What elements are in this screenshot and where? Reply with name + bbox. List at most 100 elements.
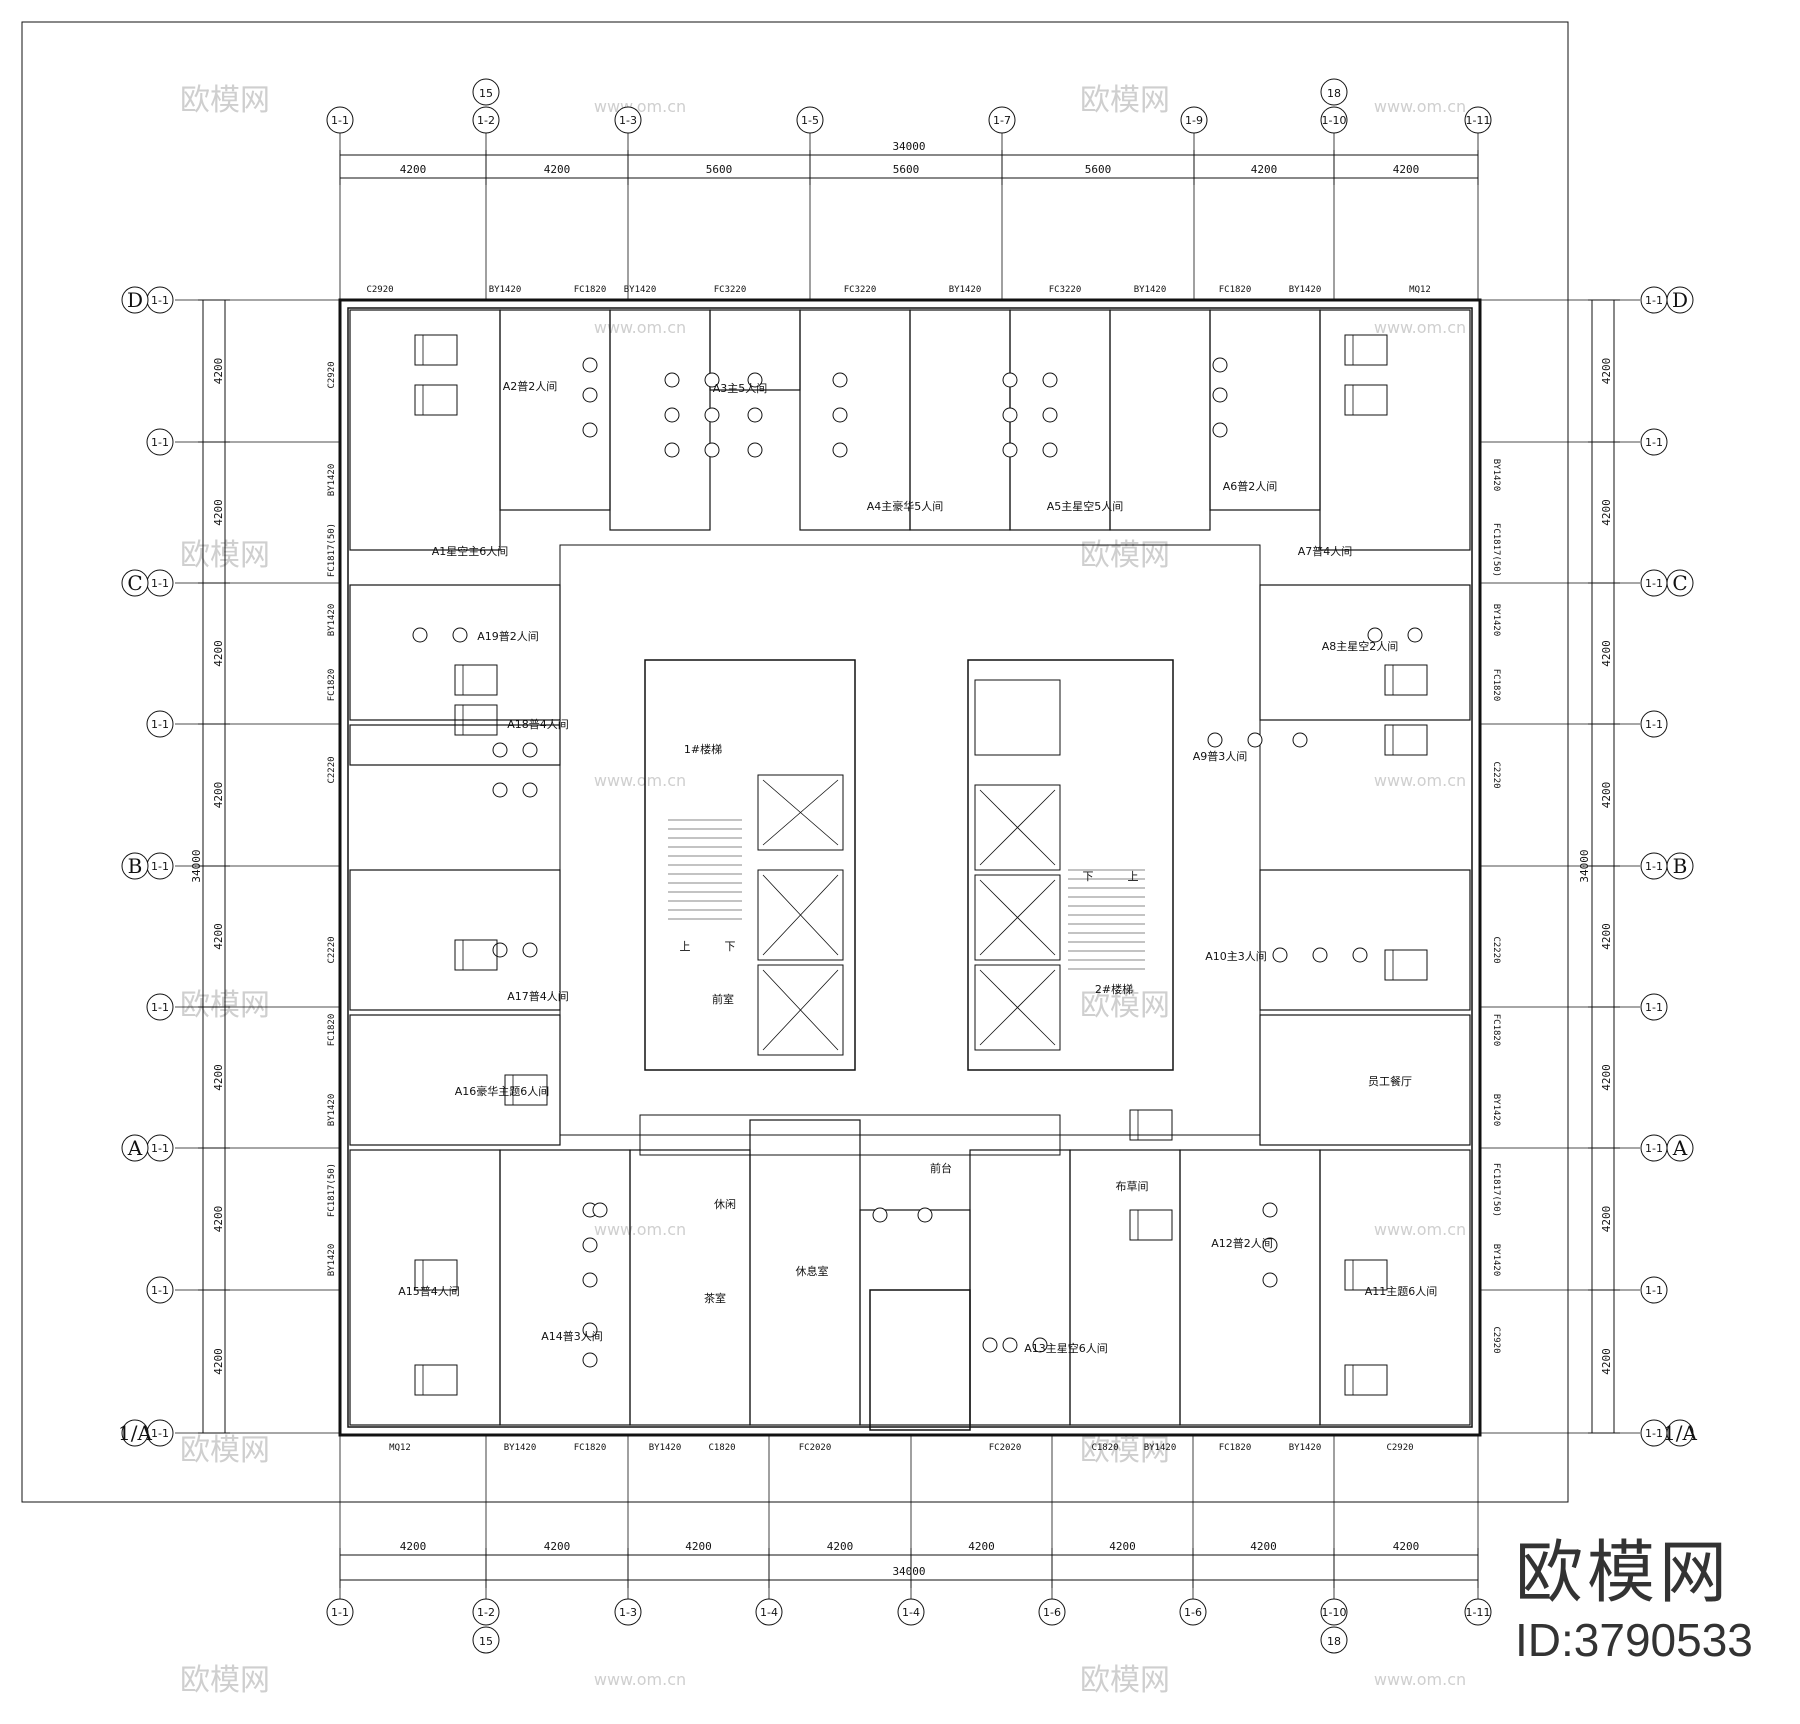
dim-total-left: 34000 bbox=[190, 849, 203, 882]
window-label-left: BY1420 bbox=[327, 464, 337, 497]
window-label-right: C2920 bbox=[1491, 1326, 1501, 1353]
watermark-text: 欧模网 bbox=[180, 1663, 270, 1698]
grid-bubble bbox=[1464, 1598, 1492, 1626]
chair-symbol bbox=[704, 407, 720, 423]
window-label-right: BY1420 bbox=[1491, 1094, 1501, 1127]
chair-symbol bbox=[1042, 372, 1058, 388]
chair-symbol bbox=[1042, 407, 1058, 423]
grid-row-label-left: 1-1 bbox=[151, 436, 169, 449]
chair-symbol bbox=[522, 942, 538, 958]
bed-symbol bbox=[1129, 1109, 1173, 1141]
elevator-shaft bbox=[974, 874, 1061, 961]
room-partition bbox=[909, 309, 1011, 531]
window-label-left: FC1820 bbox=[327, 1014, 337, 1047]
axis-number-18-bottom: 18 bbox=[1327, 1635, 1341, 1648]
room-label-a18: A18普4人间 bbox=[507, 717, 569, 731]
grid-bubble bbox=[614, 106, 642, 134]
axis-number-18: 18 bbox=[1327, 87, 1341, 100]
grid-row-letter-left: D bbox=[127, 288, 143, 312]
page-border bbox=[21, 21, 1569, 1503]
grid-letter-bubble bbox=[121, 1419, 149, 1447]
grid-letter-bubble bbox=[1666, 1134, 1694, 1162]
bed-symbol bbox=[454, 664, 498, 696]
window-label-bottom: MQ12 bbox=[389, 1443, 411, 1453]
axis-number-bubble bbox=[472, 1626, 500, 1654]
dim-seg-bottom: 4200 bbox=[968, 1540, 995, 1553]
core-corridor bbox=[559, 544, 1261, 1136]
chair-symbol bbox=[492, 782, 508, 798]
dim-seg-left: 4200 bbox=[212, 640, 225, 667]
watermark-url: www.om.cn bbox=[1374, 1670, 1466, 1689]
chair-symbol bbox=[1292, 732, 1308, 748]
brand-stamp: 欧模网 ID:3790533 bbox=[1515, 1535, 1775, 1667]
grid-bubble bbox=[796, 106, 824, 134]
dim-seg-left: 4200 bbox=[212, 1348, 225, 1375]
room-label-a2: A2普2人间 bbox=[503, 379, 558, 393]
chair-symbol bbox=[832, 407, 848, 423]
grid-row-label-right: 1-1 bbox=[1645, 860, 1663, 873]
elevator-shaft bbox=[757, 774, 844, 851]
chair-symbol bbox=[1002, 442, 1018, 458]
window-label-left: BY1420 bbox=[327, 1244, 337, 1277]
grid-label-top: 1-10 bbox=[1322, 114, 1347, 127]
room-label-a1: A1星空主6人间 bbox=[432, 544, 509, 558]
bed-symbol bbox=[1344, 384, 1388, 416]
window-label-bottom: C2920 bbox=[1386, 1443, 1413, 1453]
grid-row-label-left: 1-1 bbox=[151, 1284, 169, 1297]
window-label-bottom: BY1420 bbox=[504, 1443, 537, 1453]
room-label-a16: A16豪华主题6人间 bbox=[455, 1084, 550, 1098]
dim-seg-top: 5600 bbox=[706, 163, 733, 176]
chair-symbol bbox=[492, 942, 508, 958]
chair-symbol bbox=[582, 357, 598, 373]
dim-seg-left: 4200 bbox=[212, 358, 225, 385]
chair-symbol bbox=[704, 372, 720, 388]
dim-seg-bottom: 4200 bbox=[685, 1540, 712, 1553]
grid-label-top: 1-2 bbox=[477, 114, 495, 127]
room-partition bbox=[349, 1014, 561, 1146]
room-partition bbox=[349, 309, 501, 551]
grid-row-label-right: 1-1 bbox=[1645, 577, 1663, 590]
window-label-bottom: FC1820 bbox=[1219, 1443, 1252, 1453]
grid-label-bottom: 1-3 bbox=[619, 1606, 637, 1619]
elevator-shaft bbox=[974, 784, 1061, 871]
chair-symbol bbox=[452, 627, 468, 643]
watermark-text: 欧模网 bbox=[1080, 988, 1170, 1023]
grid-row-label-right: 1-1 bbox=[1645, 1427, 1663, 1440]
room-label-a13: A13主星空6人间 bbox=[1024, 1341, 1108, 1355]
bed-symbol bbox=[1384, 664, 1428, 696]
grid-row-label-right: 1-1 bbox=[1645, 1284, 1663, 1297]
window-label-top: BY1420 bbox=[489, 285, 522, 295]
watermark-url: www.om.cn bbox=[1374, 318, 1466, 337]
grid-label-bottom: 1-1 bbox=[331, 1606, 349, 1619]
window-label-left: C2220 bbox=[327, 756, 337, 783]
dim-seg-bottom: 4200 bbox=[1109, 1540, 1136, 1553]
room-partition bbox=[1009, 309, 1111, 531]
chair-symbol bbox=[1212, 422, 1228, 438]
dim-seg-bottom: 4200 bbox=[1393, 1540, 1420, 1553]
grid-bubble bbox=[1320, 1598, 1348, 1626]
window-label-top: FC1820 bbox=[1219, 285, 1252, 295]
watermark-url: www.om.cn bbox=[594, 97, 686, 116]
grid-row-label-left: 1-1 bbox=[151, 860, 169, 873]
chair-symbol bbox=[1042, 442, 1058, 458]
room-label-lounge: 休闲 bbox=[714, 1197, 736, 1211]
chair-symbol bbox=[1247, 732, 1263, 748]
grid-row-letter-right: C bbox=[1672, 571, 1687, 595]
dim-seg-bottom: 4200 bbox=[544, 1540, 571, 1553]
chair-symbol bbox=[1212, 357, 1228, 373]
grid-bubble bbox=[326, 1598, 354, 1626]
window-label-right: FC1820 bbox=[1491, 669, 1501, 702]
grid-row-label-left: 1-1 bbox=[151, 1001, 169, 1014]
window-label-top: BY1420 bbox=[949, 285, 982, 295]
window-label-bottom: FC1820 bbox=[574, 1443, 607, 1453]
grid-bubble bbox=[897, 1598, 925, 1626]
watermark-url: www.om.cn bbox=[1374, 97, 1466, 116]
grid-label-bottom: 1-10 bbox=[1322, 1606, 1347, 1619]
axis-number-15: 15 bbox=[479, 87, 493, 100]
grid-bubble bbox=[146, 1276, 174, 1304]
grid-bubble bbox=[614, 1598, 642, 1626]
room-label-a4: A4主豪华5人间 bbox=[867, 499, 944, 513]
chair-symbol bbox=[1262, 1272, 1278, 1288]
service-band bbox=[639, 1114, 1061, 1156]
elevator-cross bbox=[979, 969, 1056, 1046]
